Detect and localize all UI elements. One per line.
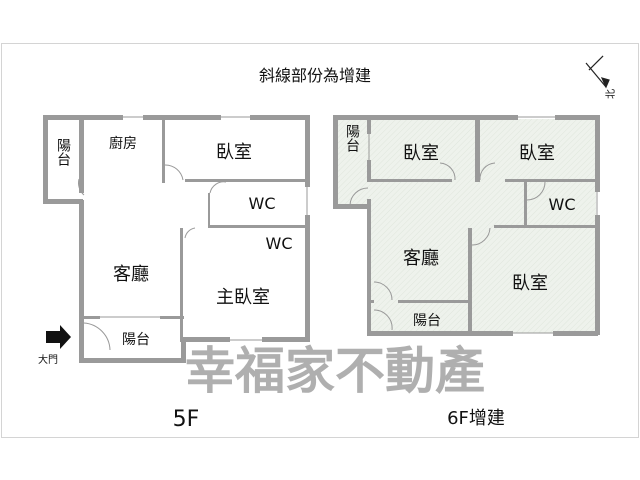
room-label-master-bedroom: 主臥室 — [216, 287, 270, 308]
room-label-living-5f: 客廳 — [113, 264, 149, 285]
room-label-balcony-bottom-5f: 陽台 — [122, 332, 150, 348]
drawing-frame — [1, 43, 639, 438]
plan-6f-walls — [333, 115, 600, 336]
room-label-balcony-bottom-6f: 陽台 — [413, 313, 441, 329]
room-label-wc2-5f: WC — [266, 234, 293, 253]
plan-6f-hatch — [336, 119, 596, 333]
plan-5f-openings — [78, 116, 308, 351]
room-label-bedroom2-6f: 臥室 — [519, 143, 555, 164]
plan-5f-walls — [43, 115, 310, 363]
caption-6f: 6F增建 — [447, 408, 505, 429]
entrance-arrow-icon — [46, 325, 71, 349]
caption-5f: 5F — [173, 407, 200, 432]
room-label-bedroom-5f: 臥室 — [216, 142, 252, 163]
room-label-wc1-5f: WC — [249, 194, 276, 213]
room-label-kitchen: 廚房 — [109, 135, 137, 152]
room-label-wc-6f: WC — [549, 195, 576, 214]
watermark: 幸福家不動產 — [185, 342, 485, 400]
room-label-bedroom1-6f: 臥室 — [403, 143, 439, 164]
north-label: 北 — [605, 89, 617, 99]
room-label-living-6f: 客廳 — [403, 248, 439, 269]
entrance-label: 大門 — [38, 353, 58, 366]
north-arrow-icon — [585, 55, 610, 89]
room-label-balcony-left-5f: 陽台 — [55, 138, 71, 166]
plan-6f-openings — [349, 116, 598, 334]
page-title: 斜線部份為增建 — [259, 66, 371, 85]
plan-6f-labels: 陽台 臥室 臥室 WC 客廳 臥室 陽台 — [344, 124, 576, 329]
plan-5f-labels: 陽台 廚房 臥室 WC WC 客廳 主臥室 陽台 大門 — [38, 135, 293, 366]
room-label-bedroom3-6f: 臥室 — [512, 273, 548, 294]
room-label-balcony-left-6f: 陽台 — [344, 124, 360, 152]
